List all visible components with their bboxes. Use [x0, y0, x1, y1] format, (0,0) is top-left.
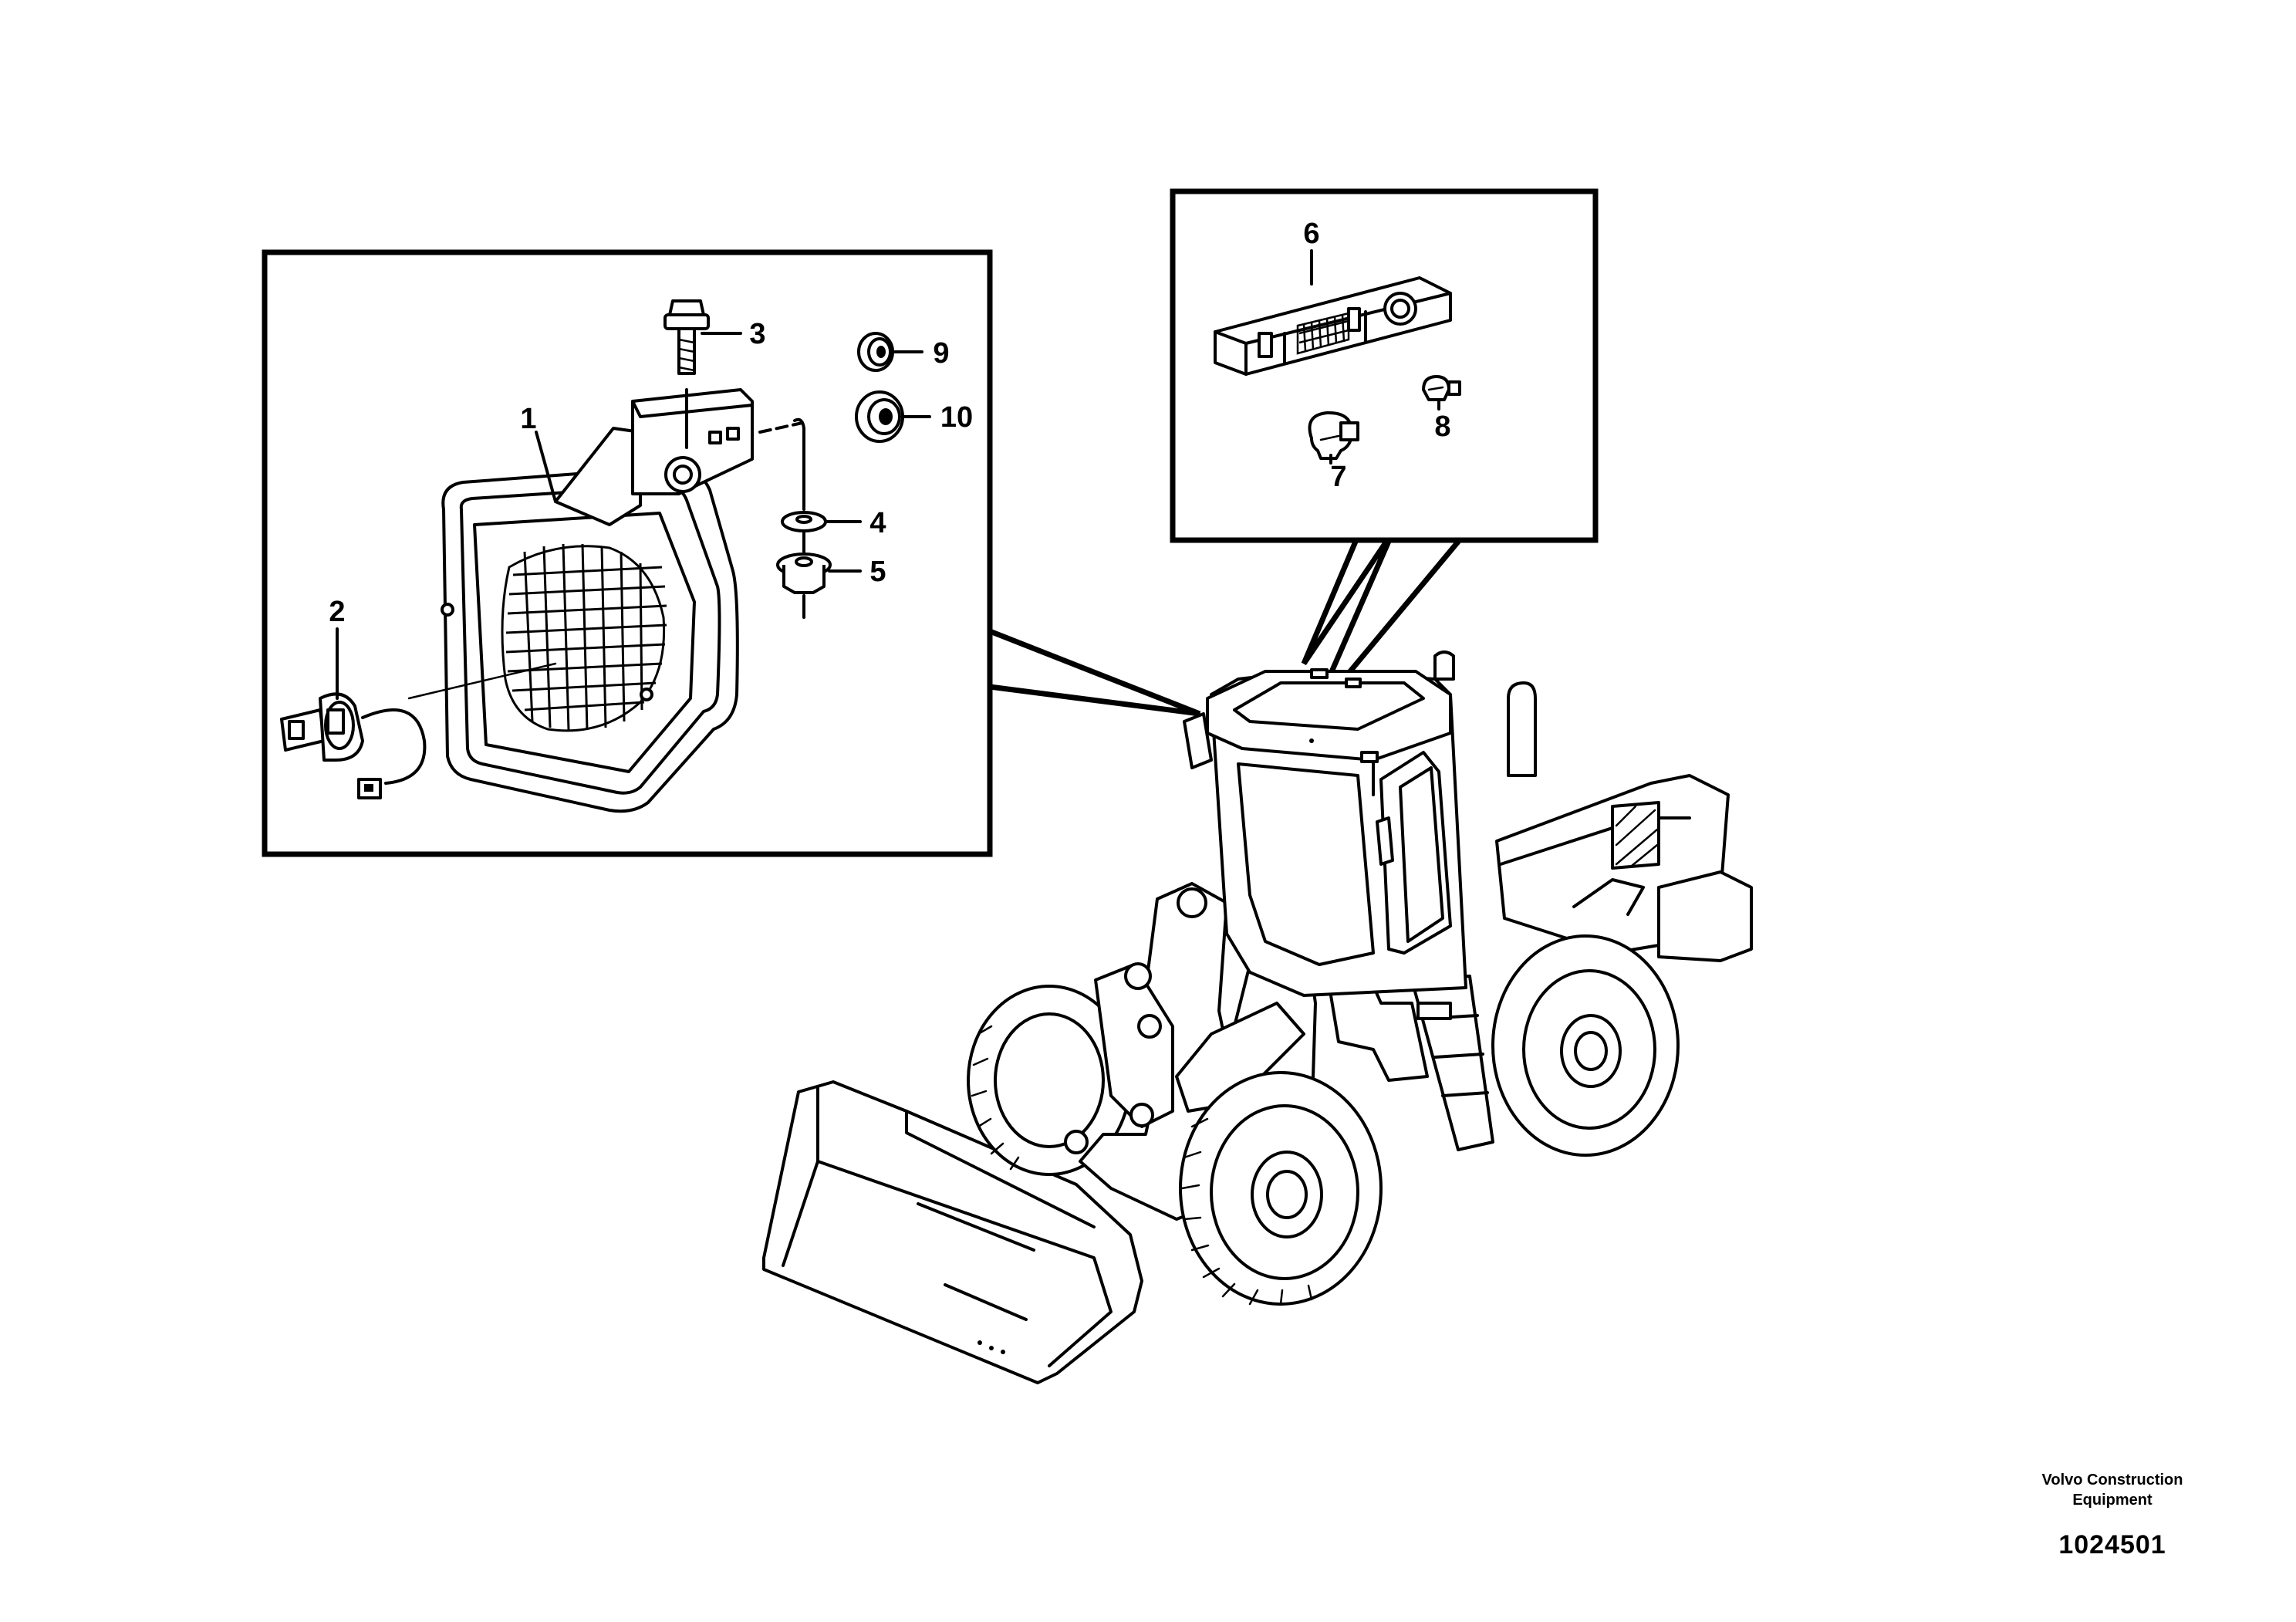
- operator-cab: [1183, 650, 1467, 997]
- bolt: [663, 299, 710, 375]
- grommet-large: [855, 390, 904, 443]
- bulb-large: [1308, 411, 1359, 460]
- callout-5: 5: [869, 556, 886, 588]
- flange-nut: [776, 552, 832, 619]
- callout-4: 4: [869, 507, 886, 539]
- leader-1: [535, 431, 557, 503]
- wheel-loader: [762, 650, 1753, 1384]
- front-wheel-right: [1179, 1071, 1383, 1306]
- callout-numbers: 1 2 3 4 5 6 7 8 9 10: [329, 218, 1450, 628]
- lamp-bracket: [554, 388, 754, 526]
- lamp-grille: [501, 543, 667, 732]
- callout-2: 2: [329, 596, 345, 628]
- drawing-footer: Volvo Construction Equipment 1024501: [1997, 1470, 2228, 1560]
- callout-9: 9: [933, 337, 949, 370]
- callout-8: 8: [1434, 411, 1450, 443]
- callout-7: 7: [1330, 461, 1346, 493]
- bulb-holder: [280, 692, 427, 799]
- detail-box-work-lamp: [262, 249, 993, 857]
- chassis-body: [1325, 681, 1753, 1082]
- access-ladder: [1410, 975, 1494, 1151]
- detail-box-switch-panel: [1170, 188, 1599, 543]
- switch-panel: [1214, 276, 1452, 376]
- manufacturer-line-2: Equipment: [2072, 1492, 2152, 1509]
- grommet-small: [857, 332, 894, 372]
- manufacturer-line-1: Volvo Construction: [2041, 1472, 2183, 1489]
- drawing-number: 1024501: [2058, 1530, 2166, 1559]
- callout-3: 3: [749, 318, 765, 350]
- callout-leaders: [336, 249, 1440, 700]
- rear-wheel: [1491, 934, 1680, 1157]
- bucket: [762, 1080, 1143, 1384]
- work-lamp-housing: [441, 465, 739, 813]
- callout-10: 10: [940, 401, 973, 434]
- bulb-small: [1422, 375, 1461, 401]
- callout-1: 1: [520, 403, 536, 435]
- callout-6: 6: [1303, 218, 1319, 250]
- hazard-panel: [1611, 801, 1660, 870]
